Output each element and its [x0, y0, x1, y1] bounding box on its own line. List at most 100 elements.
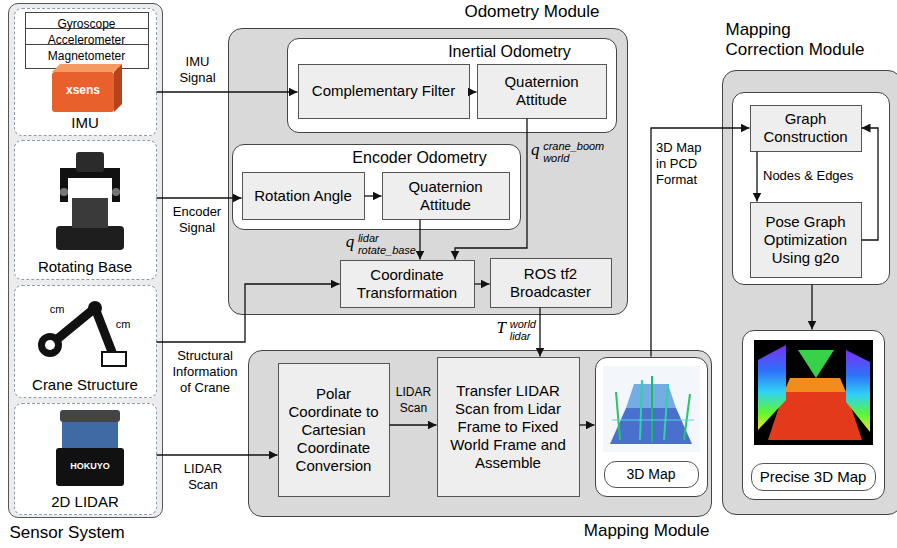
- connector-arrow: [470, 91, 477, 92]
- label-slot: T world lidar: [482, 318, 536, 342]
- connector-arrow: [756, 152, 757, 202]
- module-heading: Odometry Module: [440, 2, 625, 22]
- map-label: 3D Map: [604, 461, 699, 488]
- connector-arrow: [157, 284, 340, 342]
- precise-map-illustration: [754, 340, 873, 445]
- precise-map-illustration: [784, 378, 846, 392]
- crane-arm-illustration: [102, 352, 126, 366]
- symbol-indices: crane_boom world: [543, 140, 604, 164]
- signal-label: LIDAR Scan: [391, 384, 436, 416]
- module-heading: Mapping Module: [530, 521, 710, 541]
- text-slot: Sensor System: [10, 523, 160, 543]
- signal-label: 3D Map in PCD Format: [656, 140, 710, 188]
- superscript: world: [510, 318, 536, 330]
- signal-label: IMU Signal: [170, 54, 225, 86]
- box-label: IMU: [15, 114, 156, 132]
- connector-arrow: [157, 91, 298, 92]
- box-label: Transfer LIDAR Scan from Lidar Frame to …: [441, 382, 576, 472]
- label-slot: cm: [114, 318, 132, 330]
- connector-arrow: [580, 424, 595, 425]
- text-slot: 2D LIDAR: [15, 493, 156, 511]
- box-label: Accelerometer: [48, 33, 125, 47]
- imu-illustration: [52, 64, 122, 72]
- lidar-illustration: [56, 448, 124, 486]
- label-slot: cm: [48, 303, 66, 315]
- connector-arrow: [539, 308, 540, 357]
- connector-arrow: [475, 283, 490, 284]
- module-heading: Mapping Correction Module: [726, 20, 871, 61]
- module-heading: Sensor System: [10, 523, 160, 543]
- text-slot: Odometry Module: [440, 2, 625, 22]
- text-slot: Precise 3D Map: [751, 463, 876, 491]
- precise-map-illustration: [846, 350, 870, 432]
- module-panel: Complementary FilterQuaternion AttitudeI…: [228, 28, 628, 315]
- text-slot: ROS tf2 Broadcaster: [491, 259, 611, 307]
- group-box: Graph ConstructionPose Graph Optimizatio…: [732, 92, 890, 285]
- text-slot: Mapping Module: [530, 521, 710, 541]
- text-slot: 3D Map: [604, 461, 699, 488]
- imu-illustration: [114, 64, 122, 112]
- crane-arm-illustration: [45, 340, 55, 350]
- crane-arm-illustration: [88, 301, 102, 315]
- group-box: Complementary Filter Quaternion Attitude I…: [287, 38, 617, 133]
- signal-label: Encoder Signal: [168, 204, 226, 236]
- subscript: lidar: [510, 330, 536, 342]
- lidar-illustration: [62, 422, 118, 448]
- subscript: world: [543, 152, 604, 164]
- map-illustration: [651, 376, 653, 442]
- box-label: Coordinate Transformation: [344, 266, 471, 302]
- connector-arrow: [157, 454, 278, 455]
- process-box: Quaternion Attitude: [382, 172, 510, 220]
- connector-arrow: [651, 128, 750, 357]
- box-label: ROS tf2 Broadcaster: [494, 265, 608, 301]
- connector-arrow: [419, 220, 420, 260]
- math-symbol: q lidar rotate_base: [326, 232, 416, 256]
- module-panel: Graph ConstructionPose Graph Optimizatio…: [722, 70, 897, 515]
- connector-arrow: [455, 119, 527, 260]
- text-slot: Complementary Filter: [299, 65, 469, 118]
- symbol-indices: lidar rotate_base: [358, 232, 416, 256]
- process-box: Graph Construction: [750, 105, 862, 152]
- box-label: Rotating Base: [15, 258, 156, 276]
- process-box: Quaternion Attitude: [477, 64, 607, 119]
- map-illustration: [612, 420, 694, 421]
- signal-label: Structural Information of Crane: [166, 348, 244, 396]
- map-illustration: [640, 380, 642, 440]
- label-slot: LIDAR Scan: [172, 461, 234, 493]
- process-box: Pose Graph Optimization Using g2o: [750, 202, 862, 278]
- group-box: Rotation AngleQuaternion AttitudeEncoder…: [232, 144, 521, 230]
- process-box: ROS tf2 Broadcaster: [490, 258, 612, 308]
- process-box: Polar Coordinate to Cartesian Coordinate…: [278, 363, 390, 497]
- text-slot: Transfer LIDAR Scan from Lidar Frame to …: [438, 358, 579, 496]
- lidar-illustration: [60, 410, 120, 422]
- module-heading: Inertial Odometry: [410, 42, 610, 61]
- text-slot: Graph Construction: [751, 106, 861, 151]
- text-slot: Polar Coordinate to Cartesian Coordinate…: [279, 364, 389, 496]
- box-label: Complementary Filter: [312, 82, 455, 100]
- crane-arm-illustration: [38, 333, 62, 357]
- imu-illustration: [52, 72, 114, 112]
- label-slot: q crane_boom world: [531, 140, 623, 164]
- map-illustration: [664, 384, 668, 440]
- dimension-label: cm: [114, 318, 132, 330]
- text-slot: Crane Structure: [15, 376, 156, 394]
- box-label: 2D LIDAR: [15, 493, 156, 511]
- text-slot: Rotating Base: [15, 258, 156, 276]
- map-illustration: [616, 392, 620, 440]
- map-illustration: [684, 394, 690, 440]
- subscript: rotate_base: [358, 244, 416, 256]
- rotating-base-illustration: [60, 188, 68, 196]
- connector-arrow: [811, 285, 812, 330]
- connector-arrow: [365, 195, 382, 196]
- box-label: Quaternion Attitude: [386, 178, 506, 214]
- label-slot: IMU Signal: [170, 54, 225, 86]
- math-symbol: T world lidar: [482, 318, 536, 342]
- text-slot: Pose Graph Optimization Using g2o: [751, 203, 861, 277]
- label-slot: 3D Map in PCD Format: [656, 140, 710, 188]
- text-slot: Mapping Correction Module: [726, 20, 871, 61]
- label-slot: xsens: [54, 84, 112, 97]
- superscript: crane_boom: [543, 140, 604, 152]
- box-label: Magnetometer: [48, 49, 125, 63]
- box-label: Gyroscope: [57, 17, 115, 31]
